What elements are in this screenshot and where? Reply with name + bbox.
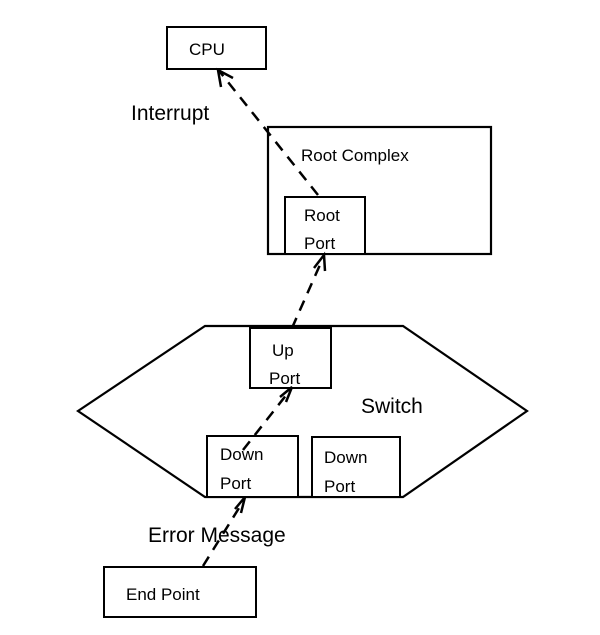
up-port-label-line2: Port	[269, 369, 300, 388]
switch-label: Switch	[361, 395, 423, 418]
up-port-box	[249, 327, 332, 389]
end-point-label: End Point	[126, 585, 200, 604]
interrupt-path-rootport-to-cpu	[219, 71, 319, 196]
root-port-box	[284, 196, 366, 255]
interrupt-label: Interrupt	[131, 102, 209, 125]
down-port-right-label-line1: Down	[324, 448, 367, 467]
cpu-box	[166, 26, 267, 70]
root-port-label-line2: Port	[304, 234, 335, 253]
down-port-left-label-line1: Down	[220, 445, 263, 464]
error-path-downport-to-upport	[242, 388, 292, 451]
arrowhead-downport	[234, 496, 247, 514]
end-point-box	[103, 566, 257, 618]
up-port-label-line1: Up	[272, 341, 294, 360]
down-port-right-label-line2: Port	[324, 477, 355, 496]
down-port-right-box	[311, 436, 401, 498]
down-port-left-label-line2: Port	[220, 474, 251, 493]
down-port-left-box	[206, 435, 299, 498]
arrowhead-rootport	[313, 251, 327, 272]
arrowhead-cpu	[216, 67, 234, 88]
error-path-upport-to-rootport	[290, 257, 325, 329]
switch-shape	[76, 324, 529, 499]
error-message-label: Error Message	[148, 524, 286, 547]
root-complex-label: Root Complex	[301, 146, 409, 165]
cpu-label: CPU	[189, 40, 225, 59]
root-port-label-line1: Root	[304, 206, 340, 225]
error-path-endpoint-to-downport	[201, 499, 246, 567]
arrowhead-upport	[279, 386, 294, 403]
